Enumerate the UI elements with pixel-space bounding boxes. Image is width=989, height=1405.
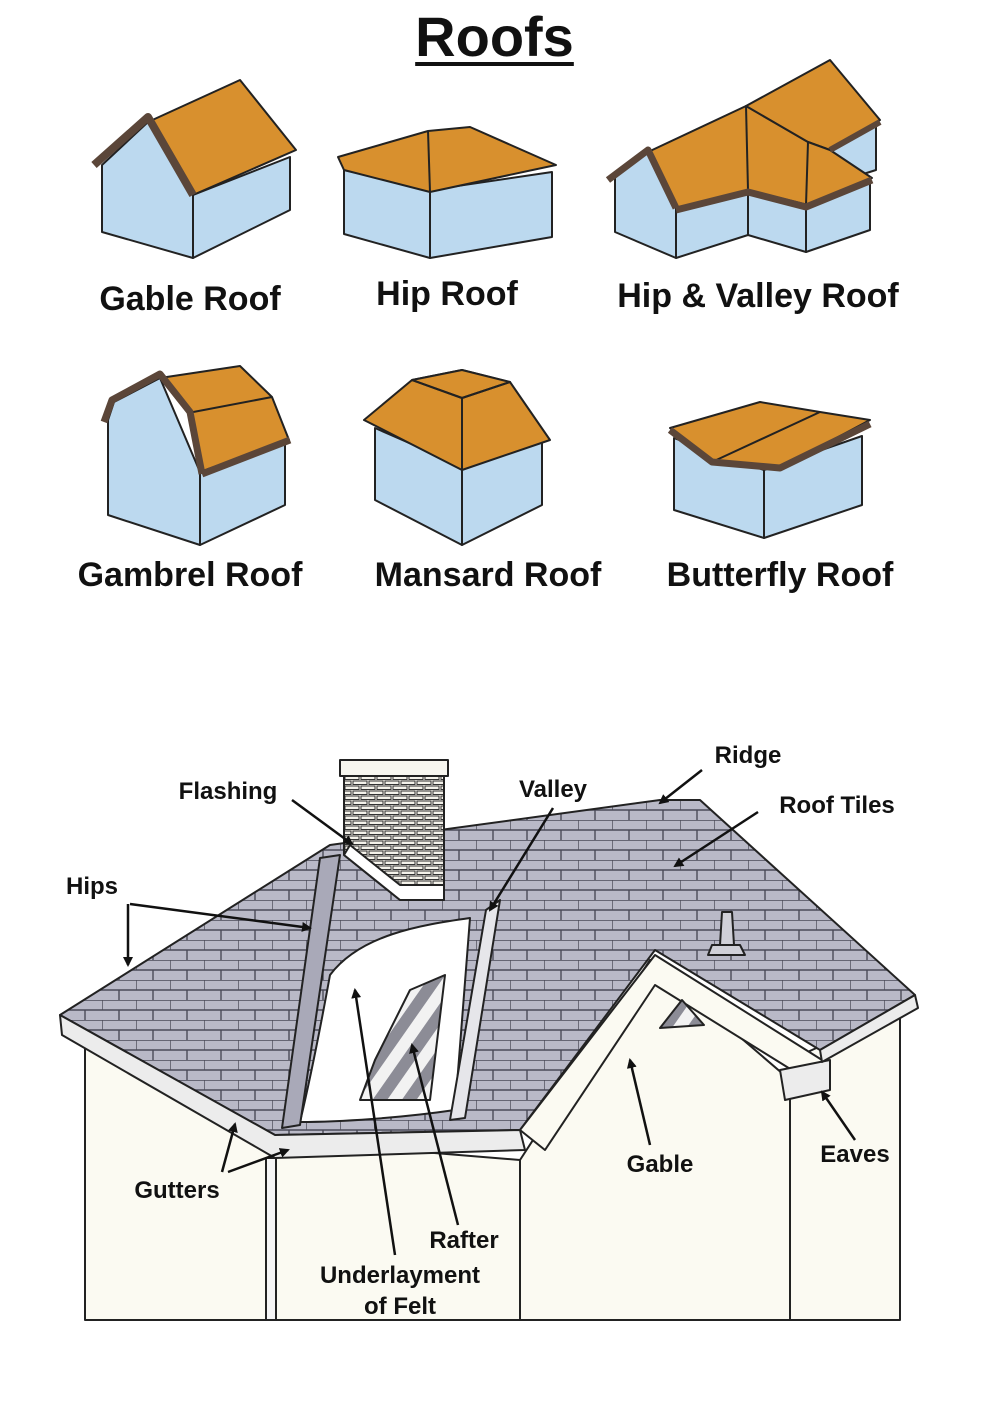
mansard-roof-label: Mansard Roof (374, 556, 602, 594)
hips-label: Hips (65, 873, 119, 900)
gable-roof-label: Gable Roof (99, 280, 281, 318)
rafter-label: Rafter (429, 1227, 499, 1254)
gable-vent (659, 999, 705, 1029)
gable-roof-illustration (91, 79, 297, 259)
gambrel-roof-label: Gambrel Roof (77, 556, 303, 594)
underlayment-label: Underlayment of Felt (320, 1260, 480, 1322)
exposed-rafters (359, 974, 446, 1101)
underlayment-label-line2: of Felt (363, 1293, 436, 1321)
butterfly-roof-illustration (667, 401, 872, 539)
gambrel-roof-illustration (100, 365, 292, 546)
hip-roof-label: Hip Roof (376, 275, 518, 313)
hip-ridge (281, 854, 341, 1129)
roof-tiles-label: Roof Tiles (779, 792, 895, 819)
flashing-label: Flashing (178, 778, 278, 805)
roof-vent (707, 911, 746, 956)
chimney-cap (339, 759, 449, 777)
gutters-label: Gutters (134, 1177, 220, 1204)
gutter (59, 1014, 526, 1159)
valley-label: Valley (518, 776, 588, 803)
underlayment-label-line1: Underlayment (319, 1262, 481, 1289)
hip-valley-roof-illustration (605, 59, 882, 259)
butterfly-roof-label: Butterfly Roof (666, 556, 894, 594)
roof-types-illustrations (91, 59, 882, 546)
ridge-label: Ridge (714, 742, 782, 769)
eaves-label: Eaves (820, 1141, 890, 1168)
downpipe (265, 1157, 277, 1321)
page-title: Roofs (415, 5, 574, 68)
mansard-roof-illustration (363, 369, 551, 546)
gable-label: Gable (626, 1151, 694, 1178)
eaves-end (779, 1059, 831, 1101)
hip-valley-roof-label: Hip & Valley Roof (617, 277, 899, 315)
hip-roof-illustration (337, 126, 557, 259)
